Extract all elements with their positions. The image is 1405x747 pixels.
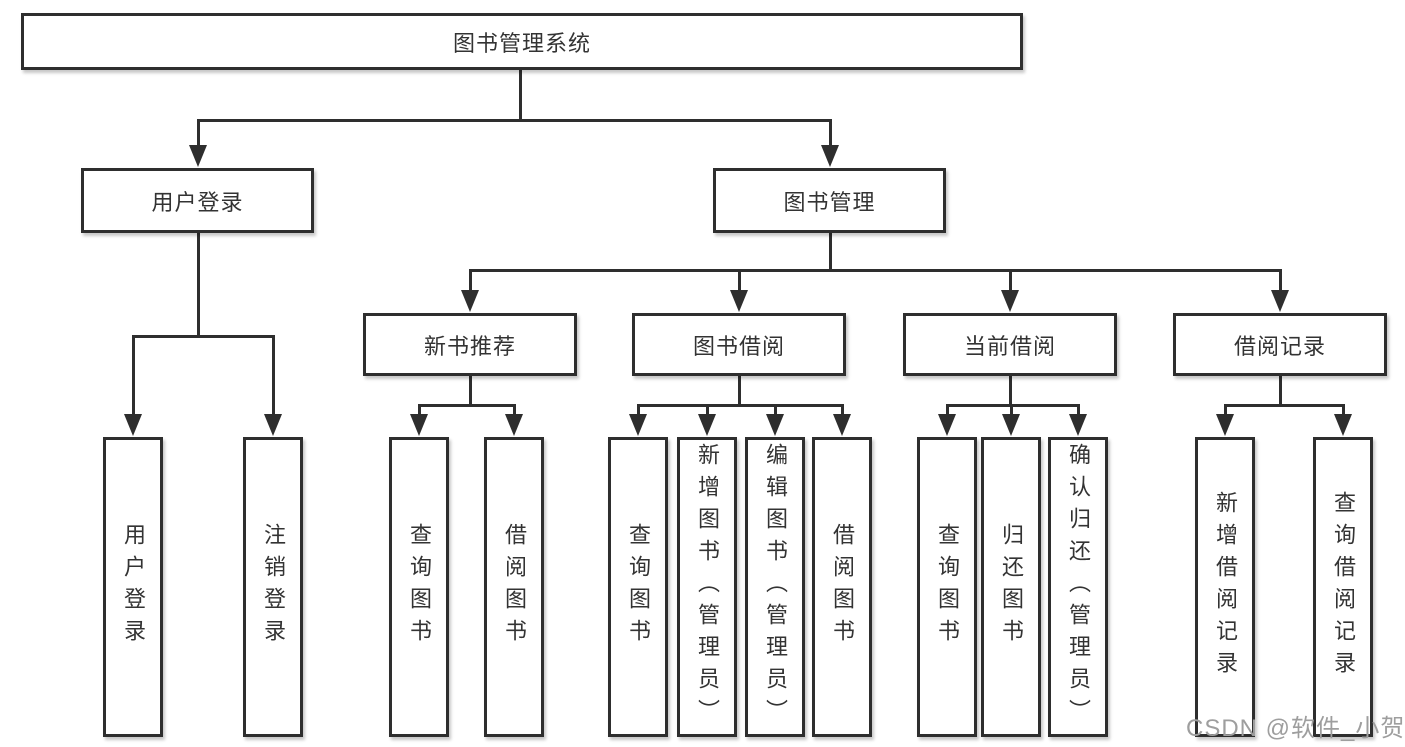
arrow-down-icon: [698, 414, 716, 436]
leaf-logout-login: 注销登录: [243, 437, 303, 737]
leaf-add-borrow-record-label: 新增借阅记录: [1213, 491, 1238, 683]
leaf-confirm-return-admin: 确认归还（管理员）: [1048, 437, 1108, 737]
connector-current-borrow-branch: [946, 404, 1080, 407]
arrow-down-icon: [1271, 290, 1289, 312]
arrow-down-icon: [629, 414, 647, 436]
leaf-query-book-current-label: 查询图书: [935, 523, 960, 651]
connector-stem-leaf: [1224, 404, 1227, 416]
watermark: CSDN @软件_小贺同学: [1186, 715, 1405, 742]
node-book-borrow: 图书借阅: [632, 313, 846, 376]
node-root-label: 图书管理系统: [452, 30, 591, 56]
connector-borrow-records-stem: [1279, 374, 1282, 406]
connector-user-login-branch: [132, 335, 275, 338]
arrow-down-icon: [189, 145, 207, 167]
connector-stem-leaf: [841, 404, 844, 416]
leaf-add-book-admin: 新增图书（管理员）: [677, 437, 737, 737]
connector-root-branch: [197, 119, 832, 122]
leaf-logout-login-label: 注销登录: [261, 523, 286, 651]
leaf-edit-book-admin: 编辑图书（管理员）: [745, 437, 805, 737]
leaf-user-login-label: 用户登录: [121, 523, 146, 651]
leaf-query-book-recommend: 查询图书: [389, 437, 449, 737]
arrow-down-icon: [938, 414, 956, 436]
connector-current-borrow-stem: [1009, 374, 1012, 406]
leaf-query-book-current: 查询图书: [917, 437, 977, 737]
connector-stem-current-borrow: [1009, 269, 1012, 292]
connector-new-book-branch: [418, 404, 516, 407]
arrow-down-icon: [1069, 414, 1087, 436]
leaf-user-login: 用户登录: [103, 437, 163, 737]
connector-stem-leaf: [513, 404, 516, 416]
arrow-down-icon: [410, 414, 428, 436]
connector-stem-leaf: [1010, 404, 1013, 416]
connector-book-borrow-stem: [738, 374, 741, 406]
connector-book-management-branch: [469, 269, 1282, 272]
node-new-book-recommend-label: 新书推荐: [423, 333, 516, 359]
leaf-return-book: 归还图书: [981, 437, 1041, 737]
arrow-down-icon: [1334, 414, 1352, 436]
node-borrow-records-label: 借阅记录: [1233, 333, 1326, 359]
arrow-down-icon: [505, 414, 523, 436]
connector-stem-leaf: [637, 404, 640, 416]
node-user-login-label: 用户登录: [151, 189, 244, 215]
connector-new-book-stem: [469, 374, 472, 406]
connector-stem-book-management: [829, 119, 832, 147]
node-book-management-label: 图书管理: [783, 189, 876, 215]
leaf-query-borrow-record: 查询借阅记录: [1313, 437, 1373, 737]
leaf-query-borrow-record-label: 查询借阅记录: [1331, 491, 1356, 683]
arrow-down-icon: [1002, 414, 1020, 436]
arrow-down-icon: [1001, 290, 1019, 312]
leaf-add-book-admin-label: 新增图书（管理员）: [695, 443, 720, 731]
leaf-borrow-book-recommend-label: 借阅图书: [502, 523, 527, 651]
leaf-query-book-recommend-label: 查询图书: [407, 523, 432, 651]
leaf-return-book-label: 归还图书: [999, 523, 1024, 651]
arrow-down-icon: [264, 414, 282, 436]
connector-user-login-stem: [197, 230, 200, 337]
node-book-borrow-label: 图书借阅: [692, 333, 785, 359]
connector-stem-user-login: [197, 119, 200, 147]
connector-stem-leaf-user-login: [132, 335, 135, 416]
arrow-down-icon: [730, 290, 748, 312]
connector-book-borrow-branch: [637, 404, 844, 407]
arrow-down-icon: [461, 290, 479, 312]
node-user-login: 用户登录: [81, 168, 314, 233]
leaf-borrow-book-label: 借阅图书: [830, 523, 855, 651]
connector-borrow-records-branch: [1224, 404, 1345, 407]
arrow-down-icon: [124, 414, 142, 436]
connector-stem-book-borrow: [738, 269, 741, 292]
leaf-query-book-borrow: 查询图书: [608, 437, 668, 737]
node-book-management: 图书管理: [713, 168, 946, 233]
leaf-confirm-return-admin-label: 确认归还（管理员）: [1066, 443, 1091, 731]
node-borrow-records: 借阅记录: [1173, 313, 1387, 376]
connector-stem-leaf: [1342, 404, 1345, 416]
node-root: 图书管理系统: [21, 13, 1023, 70]
connector-stem-leaf-logout: [272, 335, 275, 416]
arrow-down-icon: [833, 414, 851, 436]
connector-stem-leaf: [946, 404, 949, 416]
connector-stem-leaf: [1077, 404, 1080, 416]
connector-stem-borrow-records: [1279, 269, 1282, 292]
node-current-borrow: 当前借阅: [903, 313, 1117, 376]
node-new-book-recommend: 新书推荐: [363, 313, 577, 376]
connector-stem-new-book: [469, 269, 472, 292]
leaf-borrow-book: 借阅图书: [812, 437, 872, 737]
connector-stem-leaf: [706, 404, 709, 416]
connector-book-management-stem: [829, 231, 832, 271]
arrow-down-icon: [821, 145, 839, 167]
connector-stem-leaf: [774, 404, 777, 416]
leaf-query-book-borrow-label: 查询图书: [626, 523, 651, 651]
node-current-borrow-label: 当前借阅: [963, 333, 1056, 359]
arrow-down-icon: [766, 414, 784, 436]
leaf-add-borrow-record: 新增借阅记录: [1195, 437, 1255, 737]
leaf-borrow-book-recommend: 借阅图书: [484, 437, 544, 737]
connector-stem-leaf: [418, 404, 421, 416]
connector-root-stem: [519, 69, 522, 121]
arrow-down-icon: [1216, 414, 1234, 436]
leaf-edit-book-admin-label: 编辑图书（管理员）: [763, 443, 788, 731]
